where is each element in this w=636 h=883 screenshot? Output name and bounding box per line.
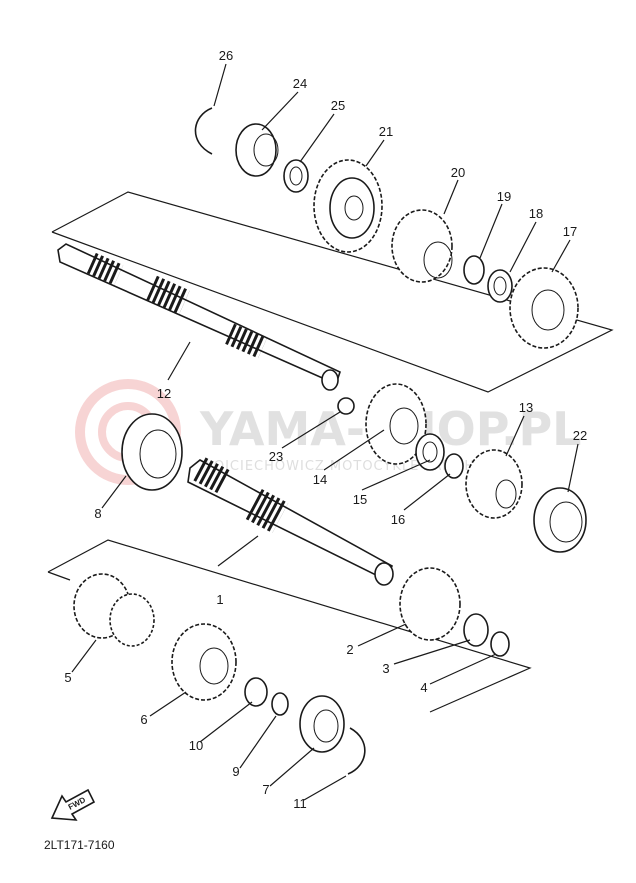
group-frames [47, 191, 614, 713]
callout-8: 8 [94, 506, 101, 521]
callout-19: 19 [497, 189, 511, 204]
callout-18: 18 [529, 206, 543, 221]
callout-10: 10 [189, 738, 203, 753]
callout-26: 26 [219, 48, 233, 63]
drive-axle-shaft [187, 456, 394, 586]
callout-15: 15 [353, 492, 367, 507]
callout-25: 25 [331, 98, 345, 113]
watermark-subline: WOJCIECHOWICZ MOTOCYKLE YAMAHA [200, 459, 485, 474]
drawing-code: 2LT171-7160 [44, 838, 115, 852]
callout-16: 16 [391, 512, 405, 527]
callout-9: 9 [232, 764, 239, 779]
circlip-26-shape [194, 107, 213, 155]
callout-21: 21 [379, 124, 393, 139]
callout-22: 22 [573, 428, 587, 443]
callout-7: 7 [262, 782, 269, 797]
callout-13: 13 [519, 400, 533, 415]
callout-1: 1 [216, 592, 223, 607]
callout-5: 5 [64, 670, 71, 685]
callout-4: 4 [420, 680, 427, 695]
bearing-24-shape [235, 123, 277, 177]
callout-3: 3 [382, 661, 389, 676]
main-axle-shaft [57, 243, 341, 391]
callout-12: 12 [157, 386, 171, 401]
callout-17: 17 [563, 224, 577, 239]
callout-24: 24 [293, 76, 307, 91]
callout-23: 23 [269, 449, 283, 464]
fwd-arrow-icon: FWD [50, 788, 96, 821]
callout-2: 2 [346, 642, 353, 657]
callout-labels: 1 2 3 4 5 6 7 8 9 10 11 12 13 14 15 16 1… [64, 48, 587, 811]
callout-20: 20 [451, 165, 465, 180]
callout-11: 11 [293, 796, 307, 811]
leader-lines [71, 63, 579, 801]
part-shapes [73, 107, 587, 775]
callout-6: 6 [140, 712, 147, 727]
callout-14: 14 [313, 472, 327, 487]
